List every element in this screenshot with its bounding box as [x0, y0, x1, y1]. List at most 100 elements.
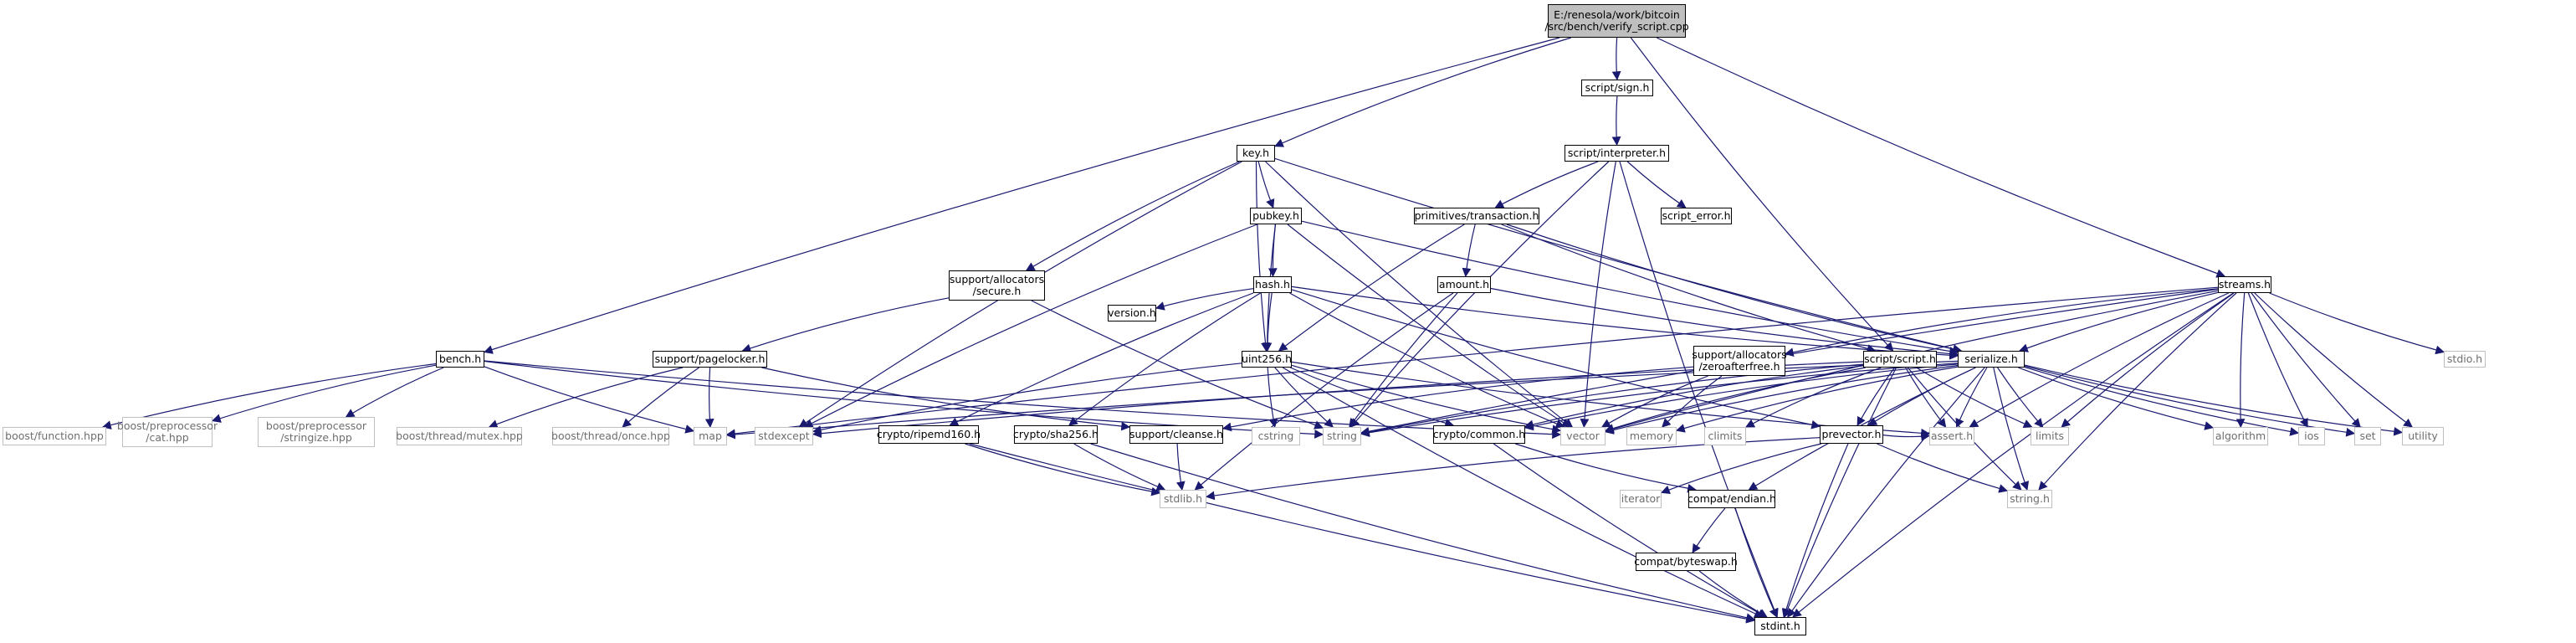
node-verify[interactable]: E:/renesola/work/bitcoin /src/bench/veri… — [1544, 4, 1689, 38]
edge-serialize-to-string — [1360, 363, 1959, 438]
node-vector: vector — [1560, 427, 1606, 445]
edge-serialize-to-memory — [1675, 366, 1959, 433]
edge-scripth-to-prevector — [1856, 367, 1896, 426]
node-secure[interactable]: support/allocators /secure.h — [949, 270, 1045, 301]
node-hash[interactable]: hash.h — [1253, 276, 1292, 293]
node-algorithm: algorithm — [2213, 427, 2268, 445]
node-scripth[interactable]: script/script.h — [1863, 351, 1937, 368]
node-common[interactable]: crypto/common.h — [1433, 425, 1525, 444]
node-key[interactable]: key.h — [1237, 145, 1275, 162]
edge-scriptsign-to-interp — [1611, 95, 1621, 147]
edge-zaf-to-cleanse — [1221, 366, 1694, 432]
edge-serialize-to-vector — [1604, 364, 1959, 435]
edge-amount-to-string — [1349, 292, 1458, 428]
edge-verify-to-scriptsign — [1611, 37, 1621, 81]
edge-scripth-to-string — [1360, 363, 1864, 437]
node-pubkey[interactable]: pubkey.h — [1250, 208, 1302, 224]
node-stdint[interactable]: stdint.h — [1754, 617, 1806, 635]
edge-uint256-to-string — [1274, 367, 1334, 428]
node-stdlibh: stdlib.h — [1160, 490, 1206, 508]
edge-scripth-to-climits — [1745, 367, 1882, 428]
node-cleanse[interactable]: support/cleanse.h — [1129, 425, 1223, 444]
edge-bench-to-booststr — [345, 367, 444, 418]
edge-serialize-to-prevector — [1867, 367, 1976, 426]
node-zaf[interactable]: support/allocators /zeroafterfree.h — [1692, 346, 1787, 376]
edge-serialize-to-stdint — [1787, 367, 1985, 618]
edge-pagelocker-to-cleanse — [761, 367, 1131, 431]
edge-interp-to-vector — [1580, 161, 1616, 429]
edge-interp-to-string — [1349, 161, 1610, 428]
node-pagelocker[interactable]: support/pagelocker.h — [653, 351, 767, 368]
edge-serialize-to-set — [2024, 365, 2356, 437]
edge-verify-to-streams — [1656, 37, 2226, 278]
node-scripterror[interactable]: script_error.h — [1661, 208, 1732, 224]
edge-prevector-to-iterator — [1660, 443, 1822, 495]
node-uint256[interactable]: uint256.h — [1242, 351, 1292, 368]
edge-serialize-to-stringh — [1993, 367, 2030, 491]
edge-pubkey-to-stdexcept — [803, 224, 1257, 428]
edge-ripemd-to-stdint — [969, 443, 1756, 624]
node-bench[interactable]: bench.h — [436, 351, 484, 368]
node-mutex: boost/thread/mutex.hpp — [396, 427, 523, 445]
edge-interp-to-primtx — [1494, 161, 1599, 208]
node-byteswap[interactable]: compat/byteswap.h — [1634, 553, 1738, 571]
edge-serialize-to-algorithm — [2018, 367, 2215, 430]
edge-ripemd-to-stdlibh — [965, 443, 1161, 496]
edge-hash-to-uint256 — [1262, 292, 1273, 352]
edge-key-to-pubkey — [1257, 161, 1275, 209]
edge-prevector-to-stringh — [1877, 443, 2009, 493]
edge-scripth-to-asserth — [1905, 367, 1947, 428]
edge-streams-to-stdint — [1792, 292, 2234, 618]
edge-endian-to-stdint — [1734, 507, 1778, 618]
edge-streams-to-string — [1360, 288, 2219, 436]
node-streams[interactable]: streams.h — [2218, 276, 2271, 293]
node-serialize[interactable]: serialize.h — [1958, 351, 2025, 368]
node-scriptsign[interactable]: script/sign.h — [1581, 80, 1653, 96]
edge-sha256-to-stdint — [1090, 443, 1756, 622]
edge-streams-to-zaf — [1784, 288, 2219, 358]
node-asserth: assert.h — [1929, 427, 1974, 445]
edge-key-to-secure — [1025, 161, 1240, 271]
edge-zaf-to-vector — [1600, 375, 1708, 428]
edge-uint256-to-stdint — [1282, 367, 1764, 618]
edge-streams-to-ios — [2247, 292, 2308, 428]
edge-bench-to-vector — [484, 360, 1562, 440]
edge-streams-to-algorithm — [2235, 292, 2246, 429]
edge-verify-to-bench — [483, 37, 1560, 354]
edge-streams-to-map — [725, 286, 2219, 439]
node-once: boost/thread/once.hpp — [551, 427, 670, 445]
edge-hash-to-vector — [1289, 292, 1565, 429]
edge-key-to-vector — [1265, 161, 1574, 428]
node-ripemd[interactable]: crypto/ripemd160.h — [877, 425, 981, 444]
node-iterator: iterator — [1620, 490, 1662, 508]
node-prevector[interactable]: prevector.h — [1820, 425, 1883, 444]
node-interp[interactable]: script/interpreter.h — [1565, 145, 1669, 162]
node-primtx[interactable]: primitives/transaction.h — [1414, 208, 1539, 224]
edge-streams-to-stdioh — [2269, 292, 2445, 355]
node-climits: climits — [1704, 427, 1746, 445]
edge-pagelocker-to-mutex — [488, 367, 684, 429]
edge-verify-to-scripth — [1630, 37, 1894, 352]
edge-hash-to-version — [1155, 288, 1254, 311]
edge-primtx-to-serialize — [1506, 224, 1963, 354]
edge-scripth-to-limits — [1916, 367, 2033, 429]
edge-cleanse-to-stdlibh — [1175, 443, 1186, 491]
edge-streams-to-utility — [2254, 292, 2413, 428]
node-endian[interactable]: compat/endian.h — [1687, 490, 1776, 508]
edge-zaf-to-memory — [1662, 375, 1723, 428]
node-sha256[interactable]: crypto/sha256.h — [1013, 425, 1099, 444]
edge-secure-to-string — [1031, 300, 1324, 430]
edge-amount-to-serialize — [1490, 287, 1959, 358]
edge-verify-to-key — [1274, 37, 1572, 147]
node-booststr: boost/preprocessor /stringize.hpp — [258, 417, 375, 447]
node-version[interactable]: version.h — [1108, 305, 1156, 322]
edge-endian-to-byteswap — [1692, 507, 1726, 553]
edge-common-to-stdint — [1493, 443, 1767, 618]
edge-scripth-to-common — [1524, 365, 1864, 430]
edge-primtx-to-amount — [1462, 224, 1476, 278]
edge-prevector-to-asserth — [1882, 432, 1931, 441]
node-amount[interactable]: amount.h — [1437, 276, 1491, 293]
edge-hash-to-serialize — [1291, 285, 1959, 360]
edge-interp-to-stdint — [1619, 161, 1779, 619]
